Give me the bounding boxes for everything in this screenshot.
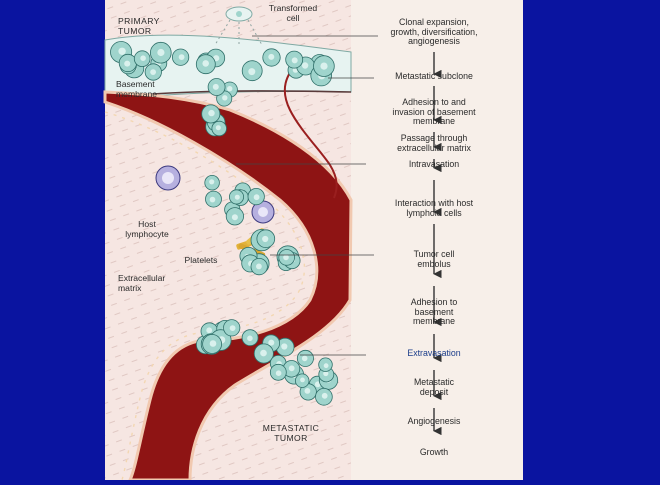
tumor-cell-nucleus (178, 54, 185, 60)
step-adhesion-invasion: Adhesion to and invasion of basement mem… (392, 97, 476, 127)
tumor-cell-nucleus (215, 125, 221, 131)
tumor-cell-nucleus (213, 55, 220, 62)
tumor-cell-nucleus (301, 355, 308, 362)
tumor-cell-nucleus (275, 370, 282, 377)
tumor-cell-nucleus (209, 196, 216, 203)
tumor-cell-nucleus (314, 381, 321, 388)
capillary (283, 59, 338, 199)
tumor-cell-nucleus (234, 194, 240, 200)
step-metastatic-subclone: Metastatic subclone (395, 71, 473, 81)
tumor-cell-nucleus (202, 60, 209, 67)
step-tumor-embolus: Tumor cell embolus (413, 249, 455, 269)
leader-lines (236, 35, 378, 356)
tumor-cell-nucleus (222, 95, 228, 101)
step-host-interaction: Interaction with host lymphoid cells (394, 198, 474, 218)
tumor-cell-nucleus (321, 392, 328, 399)
tumor-cell-nucleus (268, 339, 275, 346)
label-host-lymphocyte: Host lymphocyte (125, 219, 169, 239)
tumor-cell-nucleus (247, 335, 253, 342)
tumor-cell-nucleus (227, 86, 233, 92)
tumor-cell-nucleus (300, 377, 305, 383)
tumor-cell-nucleus (323, 370, 329, 377)
tumor-cell-nucleus (268, 53, 275, 60)
transformed-cell-rays (214, 19, 263, 46)
tumor-cell-nucleus (229, 325, 236, 331)
tumor-cell-nucleus (320, 62, 328, 70)
label-extracellular-matrix: Extracellular matrix (118, 273, 166, 293)
step-extravasation: Extravasation (407, 348, 461, 358)
step-angiogenesis: Angiogenesis (407, 416, 461, 426)
tumor-cell-nucleus (212, 83, 219, 90)
label-primary-tumor: PRIMARY TUMOR (118, 16, 160, 36)
step-growth: Growth (419, 447, 449, 457)
tumor-cell-nucleus (301, 62, 309, 69)
tumor-cell-nucleus (262, 235, 269, 243)
tumor-cell-nucleus (118, 47, 126, 55)
tumor-cell-nucleus (206, 327, 213, 334)
tumor-cell-nucleus (288, 365, 295, 372)
transformed-cell-nucleus (236, 11, 242, 17)
tumor-cell-nucleus (248, 68, 256, 76)
tumor-cell-nucleus (304, 388, 311, 394)
lymphocyte-nucleus-2 (258, 207, 268, 217)
tumor-cell-nucleus (150, 69, 157, 75)
tumor-cell-nucleus (260, 349, 267, 357)
tumor-cell-nucleus (124, 60, 131, 67)
tumor-cell-nucleus (209, 340, 217, 347)
step-passage-matrix: Passage through extracellular matrix (397, 133, 471, 153)
step-intravasation: Intravasation (408, 159, 460, 169)
tumor-cell-nucleus (256, 263, 262, 270)
vessel-wall-endothelium (104, 111, 306, 481)
tumor-cell-nucleus (157, 48, 165, 57)
tumor-cell-nucleus (209, 179, 215, 185)
tumor-cell-nucleus (208, 109, 215, 117)
tumor-cell-nucleus (291, 57, 298, 64)
blood-vessel (103, 90, 353, 482)
tumor-cell-nucleus (323, 363, 329, 369)
tumor-cell-nucleus (281, 343, 288, 350)
step-adhesion-basement: Adhesion to basement membrane (410, 297, 458, 327)
label-platelets: Platelets (184, 255, 218, 265)
step-clonal-expansion: Clonal expansion, growth, diversificatio… (390, 17, 478, 47)
tumor-cell-nucleus (283, 254, 289, 261)
label-metastatic-tumor: METASTATIC TUMOR (262, 423, 320, 443)
tumor-cell-nucleus (140, 55, 146, 61)
tumor-cells (110, 41, 339, 406)
step-metastatic-deposit: Metastatic deposit (413, 377, 455, 397)
tumor-cell-nucleus (231, 214, 238, 221)
lymphocyte-nucleus (162, 172, 174, 184)
label-transformed-cell: Transformed cell (268, 3, 318, 23)
tumor-cell-nucleus (253, 194, 260, 201)
label-basement-membrane: Basement membrane (116, 79, 158, 99)
